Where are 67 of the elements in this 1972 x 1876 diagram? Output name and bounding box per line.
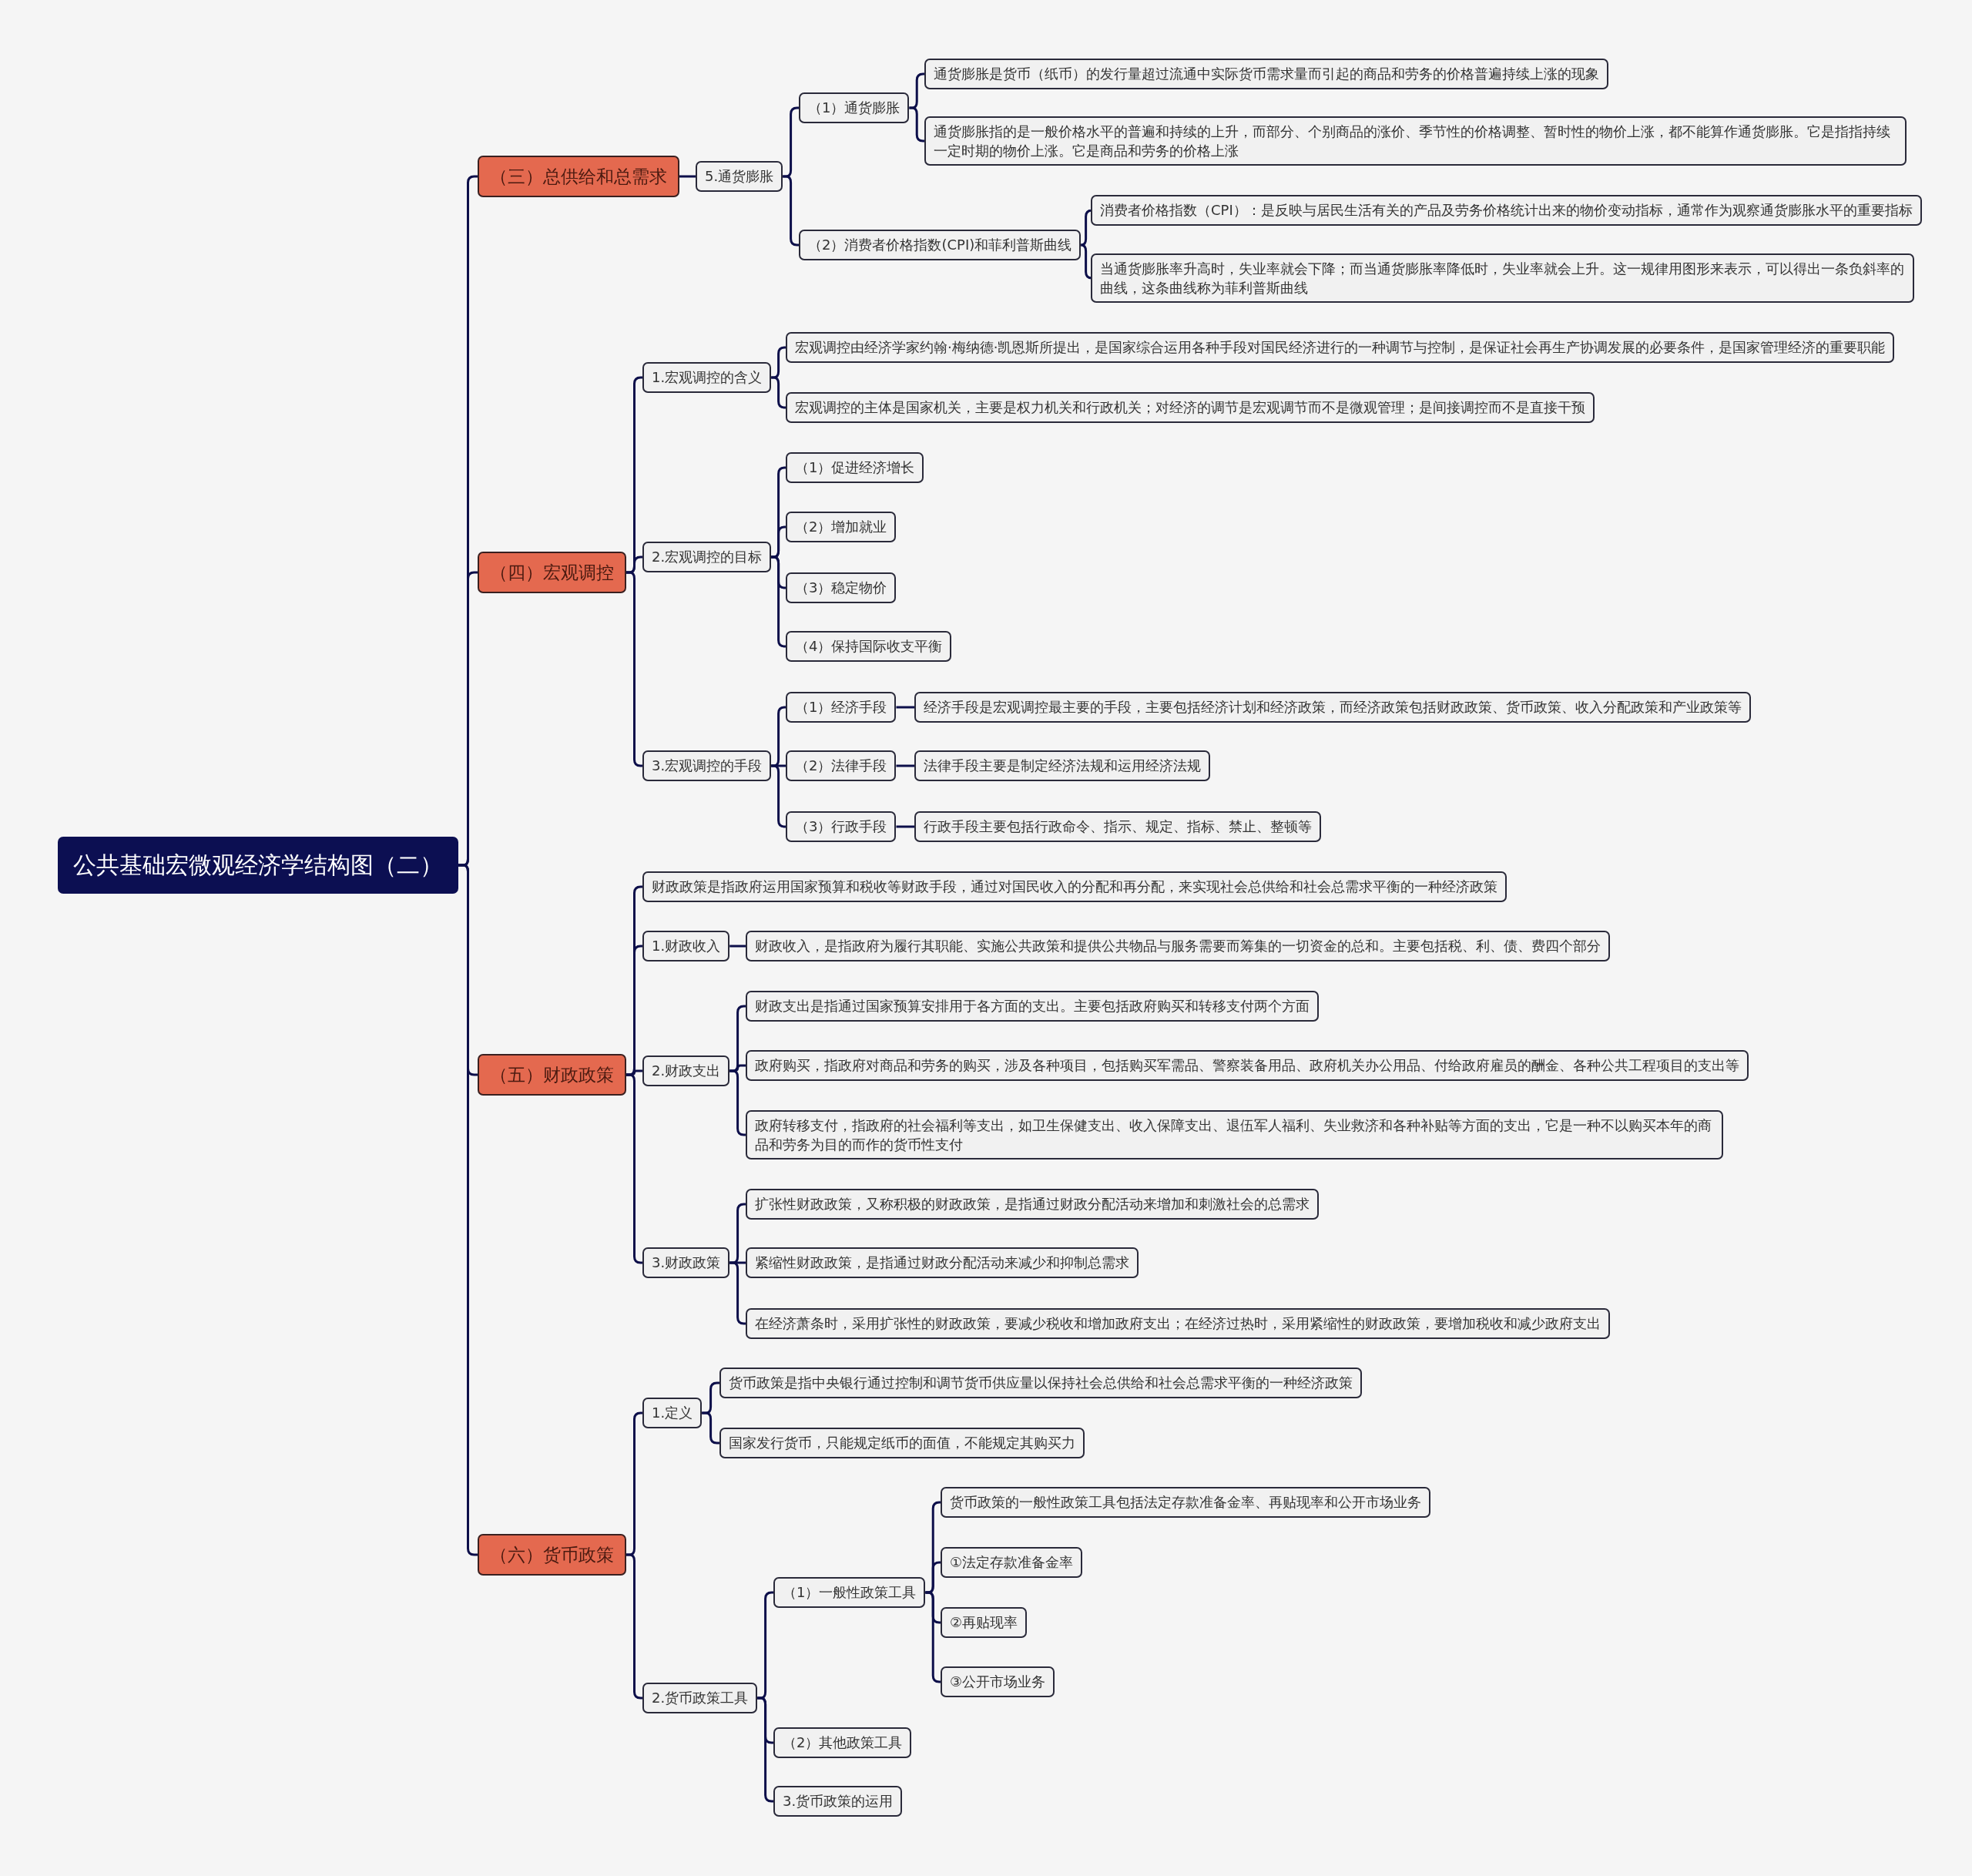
topic-box: 通货膨胀是货币（纸币）的发行量超过流通中实际货币需求量而引起的商品和劳务的价格普遍持续上涨的现象 [924,59,1608,89]
connector-line [783,175,799,247]
topic-box: 法律手段主要是制定经济法规和运用经济法规 [914,750,1210,781]
topic-box: 财政支出是指通过国家预算安排用于各方面的支出。主要包括政府购买和转移支付两个方面 [746,991,1319,1022]
connector-line [626,571,642,767]
topic-box: （3）稳定物价 [786,572,897,603]
branch-topic-box: （六）货币政策 [478,1533,626,1576]
topic-box: 紧缩性财政政策，是指通过财政分配活动来减少和抑制总需求 [746,1247,1139,1278]
topic-box: 通货膨胀指的是一般价格水平的普遍和持续的上升，而部分、个别商品的涨价、季节性的价格调整、暂时性的物价上涨，都不能算作通货膨胀。它是指指持续一定时期的物价上涨。它是商品和劳务的价格上涨 [924,116,1907,166]
connector-line [626,1073,642,1264]
topic-box: （1）促进经济增长 [786,452,924,483]
connector-line [909,106,925,143]
topic-box: 1.宏观调控的含义 [642,362,772,393]
connector-line [729,1069,746,1136]
topic-box: 1.定义 [642,1398,703,1428]
topic-box: 3.货币政策的运用 [773,1786,903,1817]
connector-line [702,1411,719,1445]
topic-box: （2）消费者价格指数(CPI)和菲利普斯曲线 [799,230,1082,260]
branch-topic-box: （三）总供给和总需求 [478,155,679,198]
topic-box: ①法定存款准备金率 [941,1547,1083,1578]
connector-line [771,555,786,648]
topic-box: 货币政策的一般性政策工具包括法定存款准备金率、再贴现率和公开市场业务 [941,1487,1430,1518]
topic-box: 财政政策是指政府运用国家预算和税收等财政手段，通过对国民收入的分配和再分配，来实现社会总供给和社会总需求平衡的一种经济政策 [642,871,1507,902]
topic-box: （3）行政手段 [786,811,897,842]
topic-box: 货币政策是指中央银行通过控制和调节货币供应量以保持社会总供给和社会总需求平衡的一种经济政策 [719,1368,1362,1398]
topic-box: 宏观调控由经济学家约翰·梅纳德·凯恩斯所提出，是国家综合运用各种手段对国民经济进行的一种调节与控制，是保证社会再生产协调发展的必要条件，是国家管理经济的重要职能 [786,332,1895,363]
topic-box: （1）一般性政策工具 [773,1577,926,1608]
topic-box: （1）通货膨胀 [799,92,910,123]
connector-line [771,764,786,828]
topic-box: 消费者价格指数（CPI）：是反映与居民生活有关的产品及劳务价格统计出来的物价变动指标，通常作为观察通货膨胀水平的重要指标 [1091,195,1922,226]
topic-box: ③公开市场业务 [941,1666,1055,1697]
topic-box: （1）经济手段 [786,692,897,723]
topic-box: 2.货币政策工具 [642,1683,758,1713]
topic-box: 国家发行货币，只能规定纸币的面值，不能规定其购买力 [719,1428,1085,1458]
central-topic-box: 公共基础宏微观经济学结构图（二） [58,837,458,894]
topic-box: 3.财政政策 [642,1247,730,1278]
connector-line [896,706,914,709]
topic-box: 2.财政支出 [642,1055,730,1086]
connector-line [896,825,914,828]
topic-box: ②再贴现率 [941,1607,1028,1638]
connector-line [679,175,696,178]
topic-box: 政府购买，指政府对商品和劳务的购买，涉及各种项目，包括购买军需品、警察装备用品、政府机关办公用品、付给政府雇员的酬金、各种公共工程项目的支出等 [746,1050,1749,1081]
topic-box: 当通货膨胀率升高时，失业率就会下降；而当通货膨胀率降低时，失业率就会上升。这一规律用图形来表示，可以得出一条负斜率的曲线，这条曲线称为菲利普斯曲线 [1091,253,1914,304]
topic-box: 宏观调控的主体是国家机关，主要是权力机关和行政机关；对经济的调节是宏观调节而不是微观管理；是间接调控而不是直接干预 [786,392,1595,423]
topic-box: 扩张性财政政策，又称积极的财政政策，是指通过财政分配活动来增加和刺激社会的总需求 [746,1189,1319,1220]
connector-line [729,1261,746,1325]
connector-line [729,945,746,948]
topic-box: 政府转移支付，指政府的社会福利等支出，如卫生保健支出、收入保障支出、退伍军人福利、失业救济和各种补贴等方面的支出，它是一种不以购买本年的商品和劳务为目的而作的货币性支付 [746,1109,1723,1160]
branch-topic-box: （五）财政政策 [478,1053,626,1096]
connector-line [626,1553,642,1700]
topic-box: （2）增加就业 [786,512,897,542]
topic-box: （2）法律手段 [786,750,897,781]
topic-box: （4）保持国际收支平衡 [786,631,952,662]
topic-box: 经济手段是宏观调控最主要的手段，主要包括经济计划和经济政策，而经济政策包括财政政策、货币政策、收入分配政策和产业政策等 [914,692,1751,723]
topic-box: 1.财政收入 [642,931,730,961]
topic-box: 5.通货膨胀 [696,161,783,192]
topic-box: 2.宏观调控的目标 [642,542,772,572]
topic-box: 行政手段主要包括行政命令、指示、规定、指标、禁止、整顿等 [914,811,1321,842]
connector-line [757,1696,773,1803]
topic-box: 3.宏观调控的手段 [642,750,772,781]
topic-box: （2）其他政策工具 [773,1727,912,1758]
connector-line [896,764,914,767]
topic-box: 财政收入，是指政府为履行其职能、实施公共政策和提供公共物品与服务需要而筹集的一切资金的总和。主要包括税、利、债、费四个部分 [746,931,1610,961]
connector-line [771,376,786,409]
connector-line [925,1591,941,1683]
topic-box: 在经济萧条时，采用扩张性的财政政策，要减少税收和增加政府支出；在经济过热时，采用紧缩性的财政政策，要增加税收和减少政府支出 [746,1308,1610,1339]
branch-topic-box: （四）宏观调控 [478,551,626,594]
